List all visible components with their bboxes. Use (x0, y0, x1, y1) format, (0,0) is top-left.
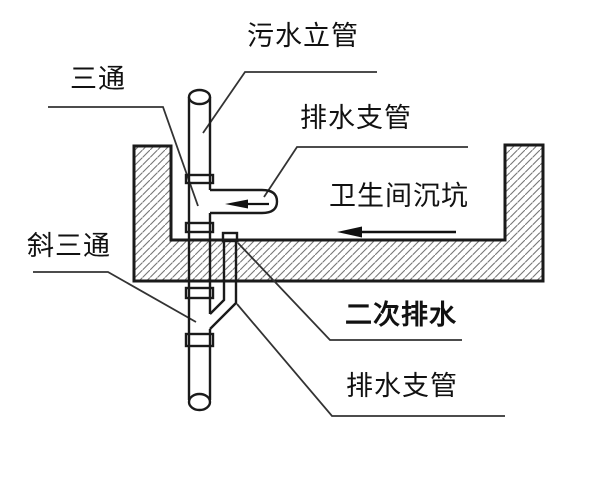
stack-bottom-opening (187, 392, 212, 412)
hub-joint-1 (184, 173, 215, 185)
stack-top-opening (187, 88, 212, 106)
leader-oblique-tee (33, 271, 197, 323)
secondary-drain-pipe-right (209, 241, 238, 330)
label-drain-branch-top: 排水支管 (300, 103, 412, 134)
secondary-drain-inlet (221, 231, 239, 243)
leader-drain-branch-top (263, 146, 468, 198)
hub-joint-3 (184, 286, 215, 300)
pit-concrete-section (132, 143, 545, 283)
leader-secondary-drain (237, 242, 462, 341)
leader-sewage-riser (202, 71, 377, 134)
label-drain-branch-bottom: 排水支管 (346, 371, 458, 402)
secondary-drain-pipe-left (209, 241, 226, 315)
branch-flow-arrow (225, 199, 269, 209)
label-tee: 三通 (70, 64, 126, 95)
label-sewage-riser: 污水立管 (247, 21, 359, 52)
hub-joint-2 (184, 221, 215, 234)
label-oblique-tee: 斜三通 (27, 231, 111, 262)
label-secondary-drain: 二次排水 (345, 300, 457, 331)
leader-tee (48, 106, 199, 207)
tee-branch-pipe (210, 188, 279, 215)
label-pit: 卫生间沉坑 (329, 181, 469, 212)
pit-flow-arrow (337, 226, 456, 238)
leader-drain-branch-bottom (236, 303, 505, 417)
hub-joint-4 (184, 332, 215, 348)
